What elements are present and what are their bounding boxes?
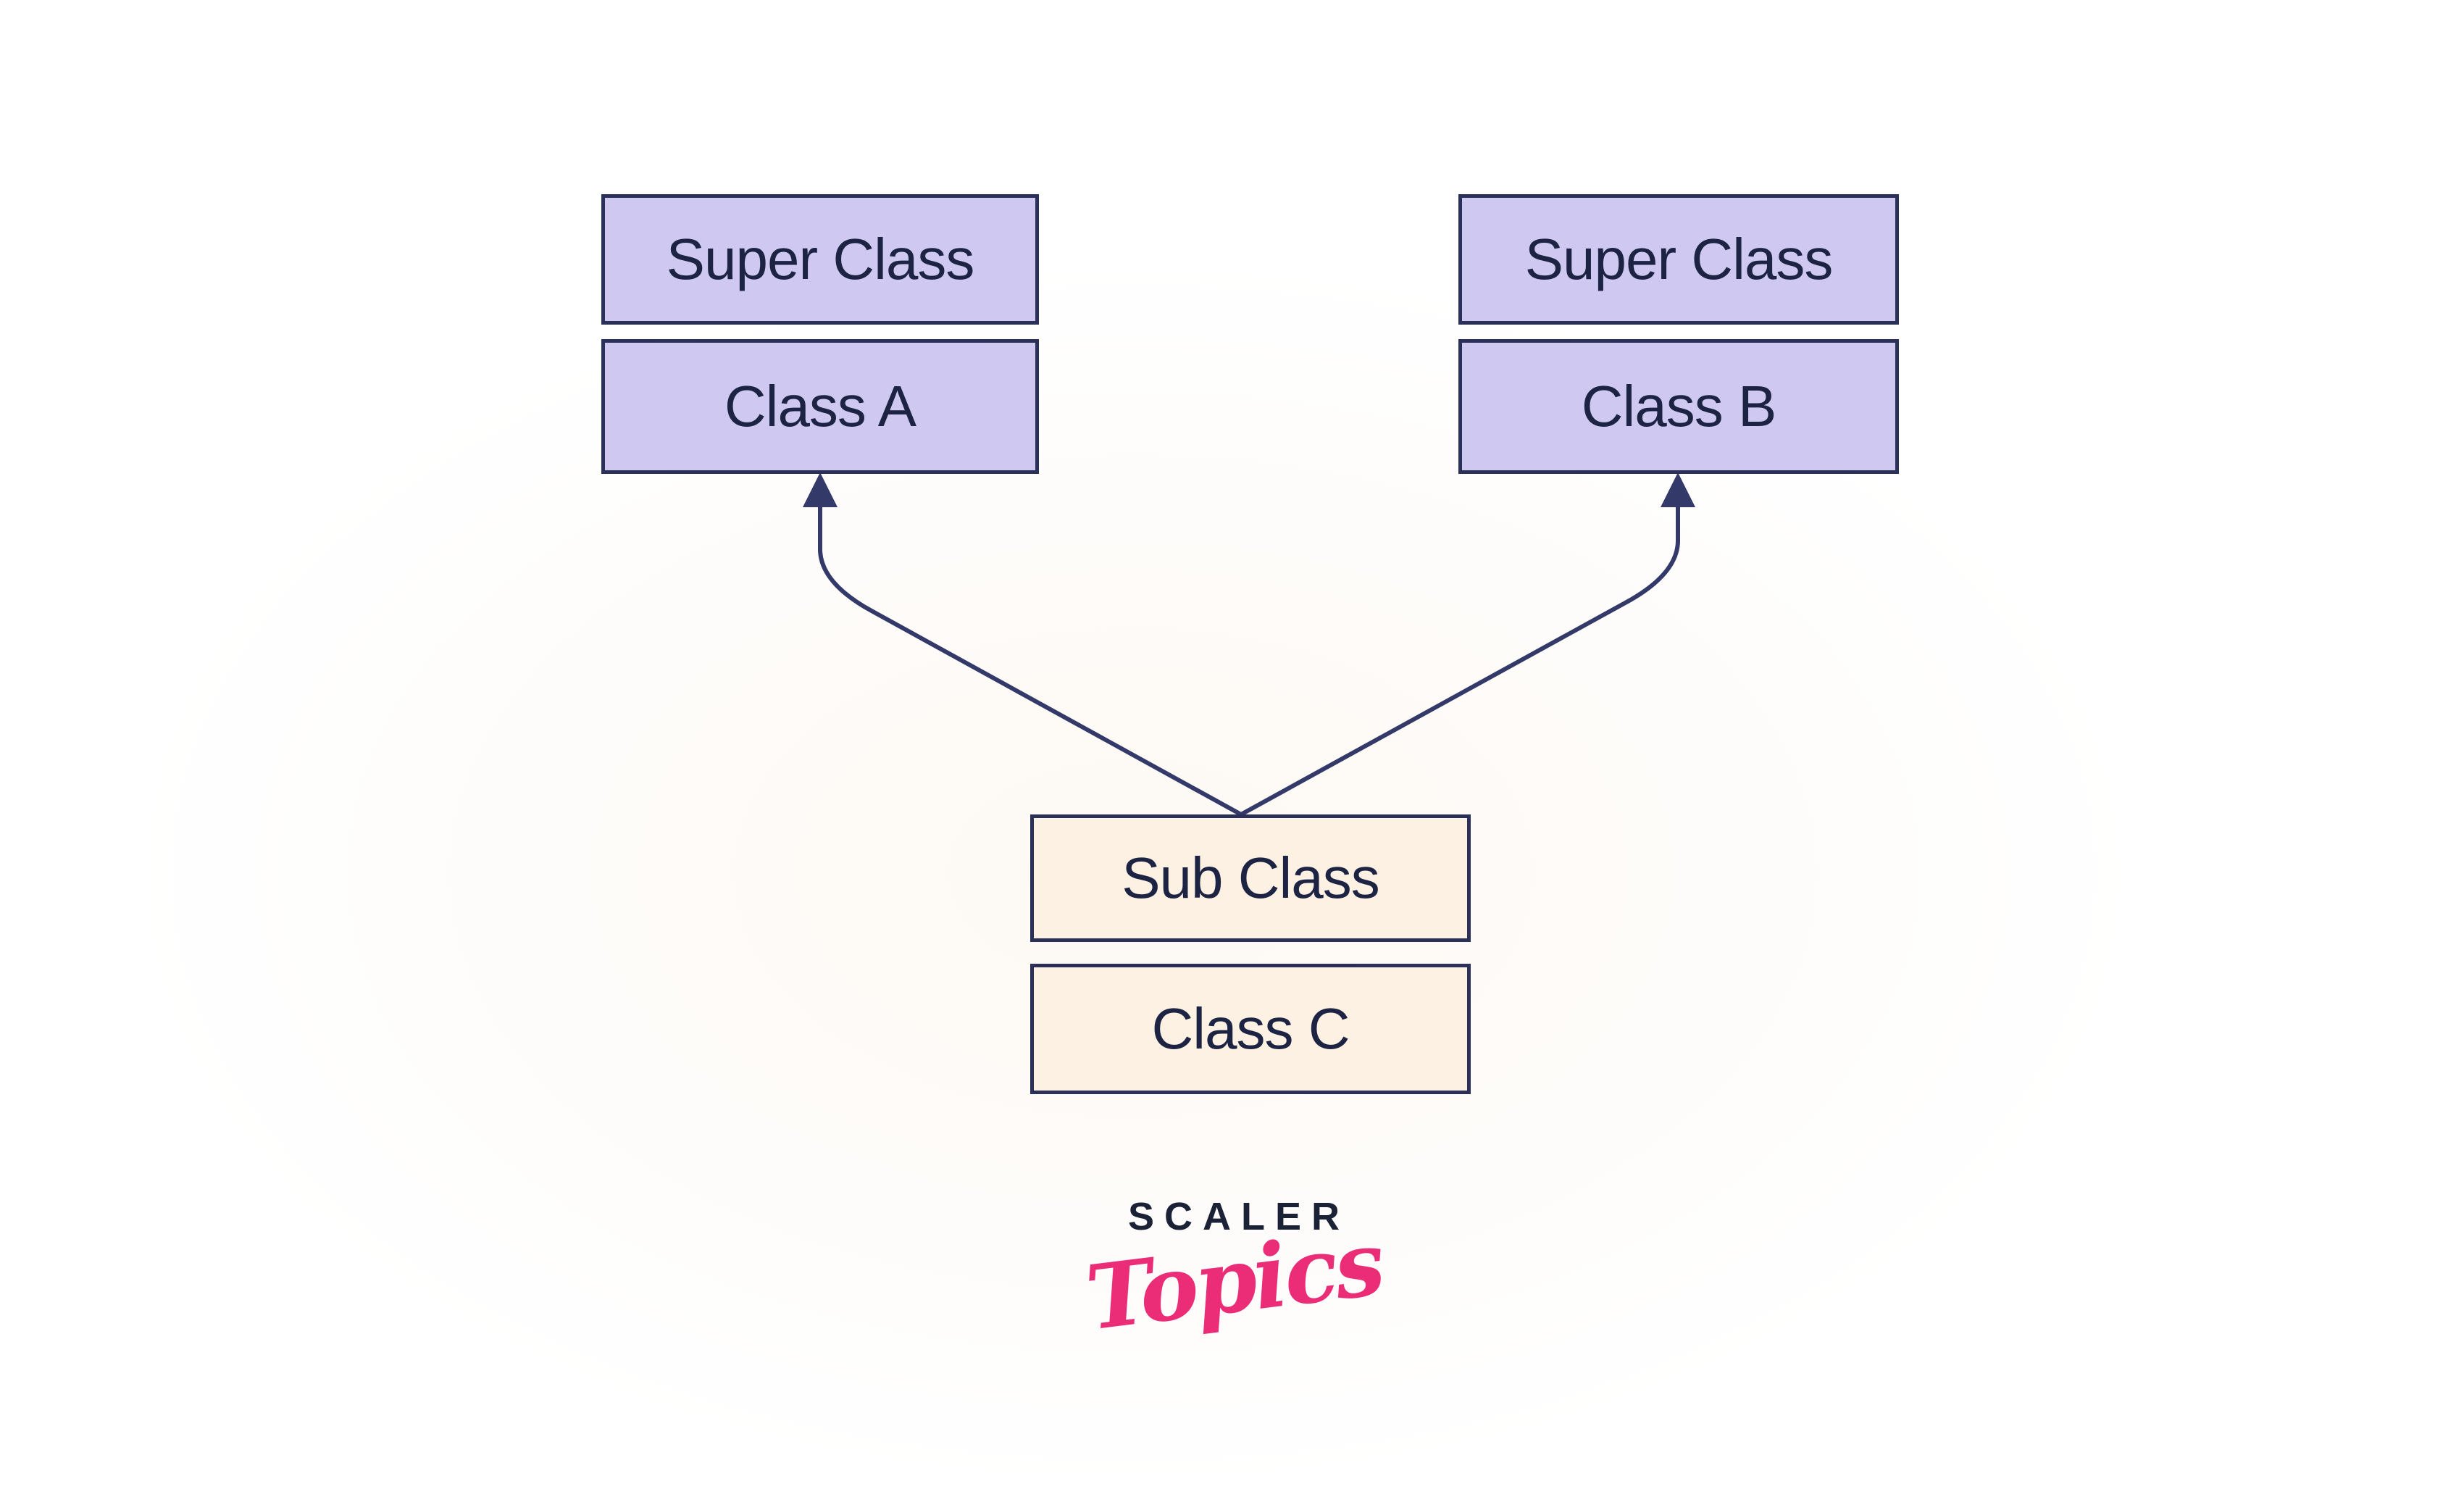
logo-brand-text: SCALER	[1127, 1195, 1350, 1238]
node-class-a: Class A	[601, 339, 1039, 474]
arrowhead-up-icon	[803, 472, 838, 507]
node-class-c: Class C	[1030, 964, 1471, 1094]
connector-subclass-to-class-a	[818, 507, 1243, 817]
node-super-class-left: Super Class	[601, 194, 1039, 325]
scaler-topics-logo: SCALER Topics	[1072, 1195, 1395, 1351]
node-super-class-right: Super Class	[1458, 194, 1899, 325]
node-class-b: Class B	[1458, 339, 1899, 474]
arrowhead-up-icon	[1661, 472, 1695, 507]
connector-subclass-to-class-b	[1240, 507, 1680, 817]
node-sub-class: Sub Class	[1030, 814, 1471, 942]
